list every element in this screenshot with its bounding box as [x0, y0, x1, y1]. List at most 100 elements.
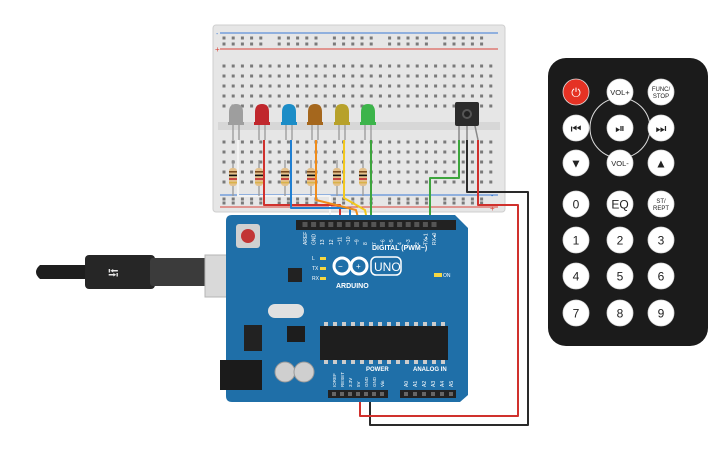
resistor[interactable]: [229, 160, 237, 196]
status-led-label: TX: [312, 266, 319, 272]
chip-pins: [324, 322, 445, 364]
remote-button-label: REPT: [653, 206, 669, 212]
led-green[interactable]: [360, 104, 376, 140]
resistor[interactable]: [359, 160, 367, 196]
wire-white-gnd: [237, 140, 331, 225]
remote-button-label: ▼: [570, 157, 582, 171]
analog-pin-label: A0: [404, 381, 410, 387]
pin-label: ~6: [380, 239, 386, 245]
pin-label: AREF: [303, 232, 309, 245]
arduino-logo-text: ARDUINO: [336, 283, 369, 290]
remote-button-symbol-4[interactable]: ⏯: [606, 114, 634, 142]
pin-label: GND: [312, 234, 318, 246]
terminal-holes: [222, 64, 493, 184]
remote-button-symbol-5[interactable]: ⏭: [647, 114, 675, 142]
pin-label: ~5: [389, 239, 395, 245]
remote-button-symbol-6[interactable]: ▼: [562, 149, 590, 177]
power-pin-label: RESET: [340, 372, 345, 387]
pin-label: RX◂0: [432, 233, 438, 245]
remote-button-9-20[interactable]: 9: [647, 299, 675, 327]
power-label: POWER: [366, 367, 389, 373]
power-jack: [220, 360, 262, 390]
uno-label: UNO: [374, 260, 401, 274]
remote-button-label: 9: [658, 307, 665, 321]
resistor[interactable]: [307, 160, 315, 196]
wire-green-ir-signal: [429, 140, 460, 225]
usb-icon: ⭾: [108, 265, 119, 281]
power-pin-label: IOREF: [332, 373, 337, 387]
pin-label: ~9: [355, 239, 361, 245]
remote-button-label: VOL+: [610, 88, 630, 97]
pin-label: 7: [372, 242, 378, 245]
remote-button-label: 7: [573, 307, 580, 321]
breadboard[interactable]: - + - +: [212, 24, 506, 213]
analog-pin-label: A4: [440, 381, 446, 387]
rail-plus-top: +: [215, 45, 220, 54]
rail-holes-bottom: [222, 197, 484, 205]
analog-pin-label: A2: [422, 381, 428, 387]
remote-button-4-15[interactable]: 4: [562, 262, 590, 290]
pin-label: ~10: [346, 236, 352, 245]
led-blue[interactable]: [281, 104, 297, 140]
led-gray[interactable]: [228, 104, 244, 140]
remote-button-0-9[interactable]: 0: [562, 190, 590, 218]
remote-button-label: 4: [573, 270, 580, 284]
remote-button-2-13[interactable]: 2: [606, 226, 634, 254]
remote-button-label: 5: [617, 270, 624, 284]
remote-button-vol-7[interactable]: VOL-: [606, 149, 634, 177]
led-brown[interactable]: [307, 104, 323, 140]
power-pin-label: 5V: [356, 381, 361, 387]
wire-red-ir-vcc: [359, 140, 519, 417]
remote-button-label: ▲: [655, 157, 667, 171]
status-led-label: L: [312, 256, 315, 262]
rail-minus-bottom: -: [491, 193, 494, 200]
chip-small: [288, 268, 302, 282]
led-red[interactable]: [254, 104, 270, 140]
pin-label: ~11: [337, 237, 343, 245]
resistor[interactable]: [281, 160, 289, 196]
pin-label: 12: [329, 239, 335, 245]
analog-header: [400, 390, 456, 398]
remote-button-symbol-0[interactable]: ⏻: [562, 78, 590, 106]
remote-button-vol-1[interactable]: VOL+: [606, 78, 634, 106]
rail-minus-top: -: [216, 31, 219, 38]
remote-button-label: 6: [658, 270, 665, 284]
crystal: [268, 304, 304, 318]
remote-button-eq-10[interactable]: EQ: [606, 190, 634, 218]
wire-black-ir-gnd: [369, 140, 529, 426]
remote-button-label: ST/: [656, 199, 666, 205]
remote-button-3-14[interactable]: 3: [647, 226, 675, 254]
led-olive[interactable]: [334, 104, 350, 140]
remote-button-label: ⏻: [571, 86, 581, 100]
remote-button-5-16[interactable]: 5: [606, 262, 634, 290]
led-row: [228, 104, 376, 140]
power-pin-label: 3.3V: [348, 378, 353, 387]
remote-button-label: EQ: [611, 198, 628, 212]
pin-label: TX▸1: [423, 233, 429, 245]
remote-button-label: 3: [658, 234, 665, 248]
analog-pin-label: A1: [413, 381, 419, 387]
center-channel: [218, 122, 500, 130]
rail-holes-top: [222, 36, 484, 46]
remote-button-6-17[interactable]: 6: [647, 262, 675, 290]
remote-button-st-rept-11[interactable]: ST/REPT: [647, 190, 675, 218]
ir-receiver[interactable]: [455, 102, 479, 141]
power-pin-label: GND: [364, 376, 369, 387]
pin-label: 4: [398, 242, 404, 245]
remote-button-1-12[interactable]: 1: [562, 226, 590, 254]
remote-button-symbol-8[interactable]: ▲: [647, 149, 675, 177]
remote-button-8-19[interactable]: 8: [606, 299, 634, 327]
arduino-logo: − +: [332, 256, 369, 276]
resistor[interactable]: [333, 160, 341, 196]
resistor[interactable]: [255, 160, 263, 196]
remote-button-func-stop-2[interactable]: FUNC/STOP: [647, 78, 675, 106]
remote-button-symbol-3[interactable]: ⏮: [562, 114, 590, 142]
remote-button-7-18[interactable]: 7: [562, 299, 590, 327]
remote-button-label: 0: [573, 198, 580, 212]
power-pin-label: Vin: [380, 380, 385, 387]
svg-text:−: −: [338, 262, 343, 271]
